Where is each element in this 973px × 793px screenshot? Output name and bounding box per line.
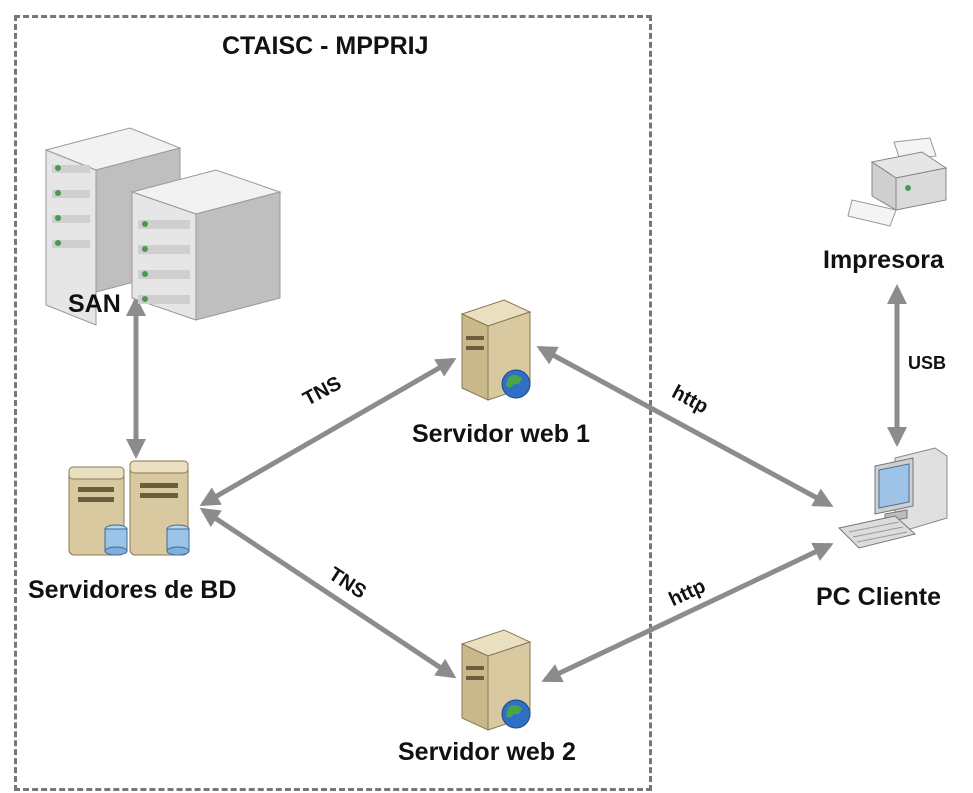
arrow-db-web1 [199,357,457,507]
arrow-db-web2 [199,507,457,679]
printer-icon [847,137,948,227]
san-label: SAN [68,290,121,318]
storage-rack-icon [44,127,282,326]
printer-label: Impresora [823,246,944,274]
db-servers-label: Servidores de BD [28,576,237,604]
web-server-1-icon [460,299,532,401]
pc-client-label: PC Cliente [816,583,942,611]
arrow-web1-pc [536,345,834,508]
usb-label: USB [908,353,947,373]
web-server-1-label: Servidor web 1 [412,420,590,448]
boundary-title: CTAISC - MPPRIJ [222,32,429,60]
database-server-icon [68,460,190,556]
desktop-computer-icon [837,447,948,549]
web-server-2-label: Servidor web 2 [398,738,576,766]
arrow-web2-pc [541,542,834,683]
web-server-2-icon [460,629,532,731]
